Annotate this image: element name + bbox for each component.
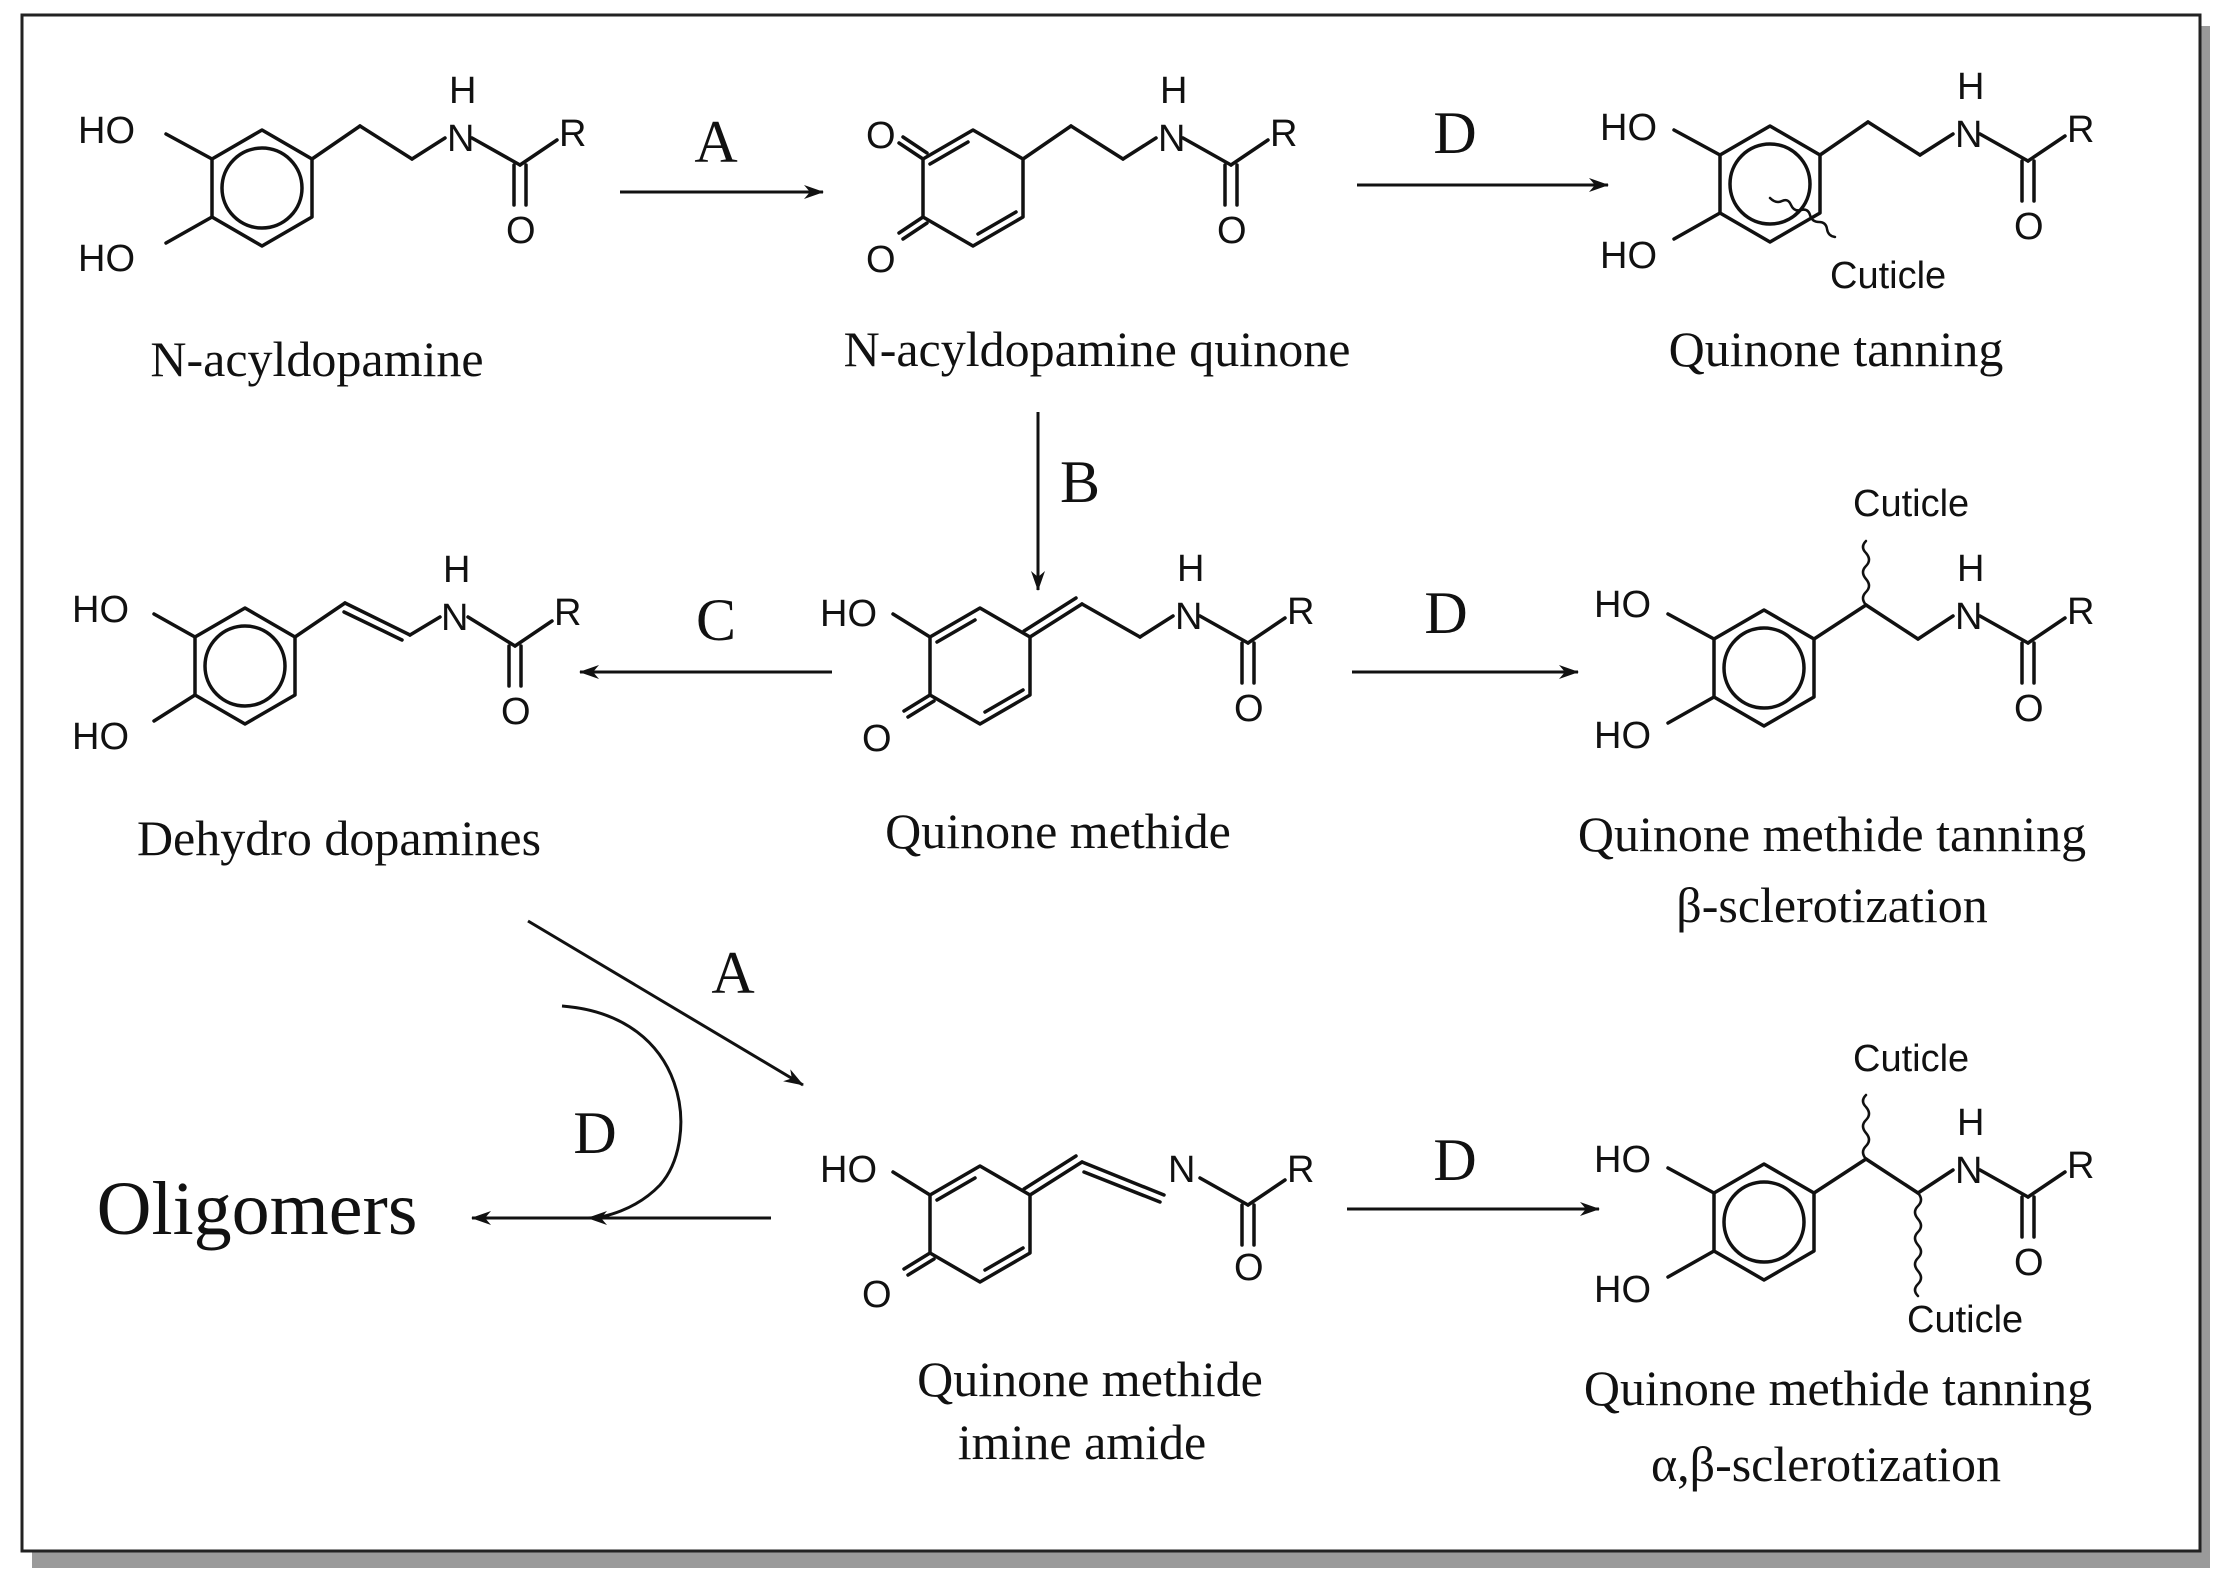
- step-label-a-top: A: [694, 109, 737, 175]
- atom-label-r: R: [1287, 591, 1314, 633]
- atom-label-oh-top: HO: [72, 589, 129, 631]
- atom-label-carbonyl-o: O: [2014, 206, 2044, 248]
- step-label-c: C: [696, 587, 736, 653]
- atom-label-r: R: [2067, 591, 2094, 633]
- atom-label-h: H: [1957, 548, 1984, 590]
- atom-label-carbonyl-o: O: [1217, 210, 1247, 252]
- atom-label-oh-top: HO: [1594, 1139, 1651, 1181]
- arrow-a-diagonal: [527, 919, 804, 1087]
- atom-label-r: R: [2067, 109, 2094, 151]
- atom-label-h: H: [1957, 66, 1984, 108]
- structure-qm-imine-amide: [891, 1154, 1287, 1284]
- atom-label-quinone-o-top: O: [866, 115, 896, 157]
- atom-label-cuticle: Cuticle: [1830, 255, 1946, 297]
- caption-quinone-methide: Quinone methide: [885, 803, 1231, 859]
- structure-dehydro-dopamines: [152, 601, 554, 726]
- atom-label-oh-bottom: HO: [1594, 1269, 1651, 1311]
- atom-label-oh: HO: [820, 1149, 877, 1191]
- step-label-a-diagonal: A: [711, 940, 754, 1006]
- structure-n-acyldopamine-quinone: [897, 124, 1270, 248]
- step-label-b: B: [1060, 449, 1100, 515]
- caption-qm-tanning-beta-line1: Quinone methide tanning: [1578, 806, 2086, 862]
- atom-label-h: H: [449, 70, 476, 112]
- atom-label-h: H: [443, 549, 470, 591]
- caption-qm-tanning-beta-line2: β-sclerotization: [1676, 877, 1987, 933]
- atom-label-oh: HO: [820, 593, 877, 635]
- atom-label-n: N: [1955, 596, 1982, 638]
- atom-label-cuticle-top: Cuticle: [1853, 1038, 1969, 1080]
- atom-label-carbonyl-o: O: [2014, 1242, 2044, 1284]
- atom-label-r: R: [2067, 1145, 2094, 1187]
- atom-label-h: H: [1957, 1102, 1984, 1144]
- atom-label-oh-bottom: HO: [1594, 715, 1651, 757]
- step-label-d-top: D: [1433, 100, 1476, 166]
- atom-label-carbonyl-o: O: [506, 210, 536, 252]
- arrow-d-curved: [561, 1004, 683, 1225]
- atom-label-oh-bottom: HO: [72, 716, 129, 758]
- atom-label-n: N: [1175, 596, 1202, 638]
- atom-label-oh-bottom: HO: [1600, 235, 1657, 277]
- diagram-frame: [20, 13, 2202, 1553]
- step-label-d-curved: D: [573, 1100, 616, 1166]
- atom-label-n: N: [447, 118, 474, 160]
- atom-label-carbonyl-o: O: [501, 691, 531, 733]
- caption-quinone-tanning: Quinone tanning: [1669, 321, 2004, 377]
- atom-label-quinone-o: O: [862, 718, 892, 760]
- atom-label-cuticle: Cuticle: [1853, 483, 1969, 525]
- caption-qm-imine-line1: Quinone methide: [917, 1351, 1263, 1407]
- atom-label-r: R: [554, 592, 581, 634]
- atom-label-n: N: [441, 597, 468, 639]
- atom-label-oh-bottom: HO: [78, 238, 135, 280]
- structure-qm-tanning-beta: [1666, 539, 2067, 728]
- structure-n-acyldopamine: [164, 124, 559, 248]
- atom-label-oh-top: HO: [1594, 584, 1651, 626]
- caption-qm-imine-line2: imine amide: [958, 1414, 1207, 1470]
- caption-dehydro-dopamines: Dehydro dopamines: [137, 810, 541, 866]
- atom-label-h: H: [1177, 548, 1204, 590]
- atom-label-oh-top: HO: [1600, 107, 1657, 149]
- atom-label-cuticle-bottom: Cuticle: [1907, 1299, 2023, 1341]
- structure-quinone-tanning: [1672, 120, 2067, 244]
- caption-n-acyldopamine-quinone: N-acyldopamine quinone: [844, 321, 1351, 377]
- atom-label-quinone-o-bottom: O: [866, 239, 896, 281]
- structure-quinone-methide: [891, 596, 1287, 726]
- atom-label-imine-n: N: [1168, 1149, 1195, 1191]
- atom-label-r: R: [1270, 113, 1297, 155]
- atom-label-quinone-o: O: [862, 1274, 892, 1316]
- step-label-d-middle: D: [1424, 580, 1467, 646]
- atom-label-n: N: [1158, 118, 1185, 160]
- atom-label-r: R: [559, 113, 586, 155]
- caption-oligomers: Oligomers: [97, 1167, 418, 1251]
- caption-n-acyldopamine: N-acyldopamine: [150, 331, 483, 387]
- atom-label-carbonyl-o: O: [2014, 688, 2044, 730]
- atom-label-h: H: [1160, 70, 1187, 112]
- structure-qm-tanning-alpha-beta: [1666, 1093, 2067, 1298]
- atom-label-n: N: [1955, 1150, 1982, 1192]
- caption-qm-tanning-ab-line1: Quinone methide tanning: [1584, 1360, 2092, 1416]
- caption-qm-tanning-ab-line2: α,β-sclerotization: [1651, 1436, 2001, 1492]
- atom-label-carbonyl-o: O: [1234, 1247, 1264, 1289]
- atom-label-carbonyl-o: O: [1234, 688, 1264, 730]
- atom-label-n: N: [1955, 114, 1982, 156]
- atom-label-oh-top: HO: [78, 110, 135, 152]
- atom-label-r: R: [1287, 1149, 1314, 1191]
- step-label-d-bottom: D: [1433, 1127, 1476, 1193]
